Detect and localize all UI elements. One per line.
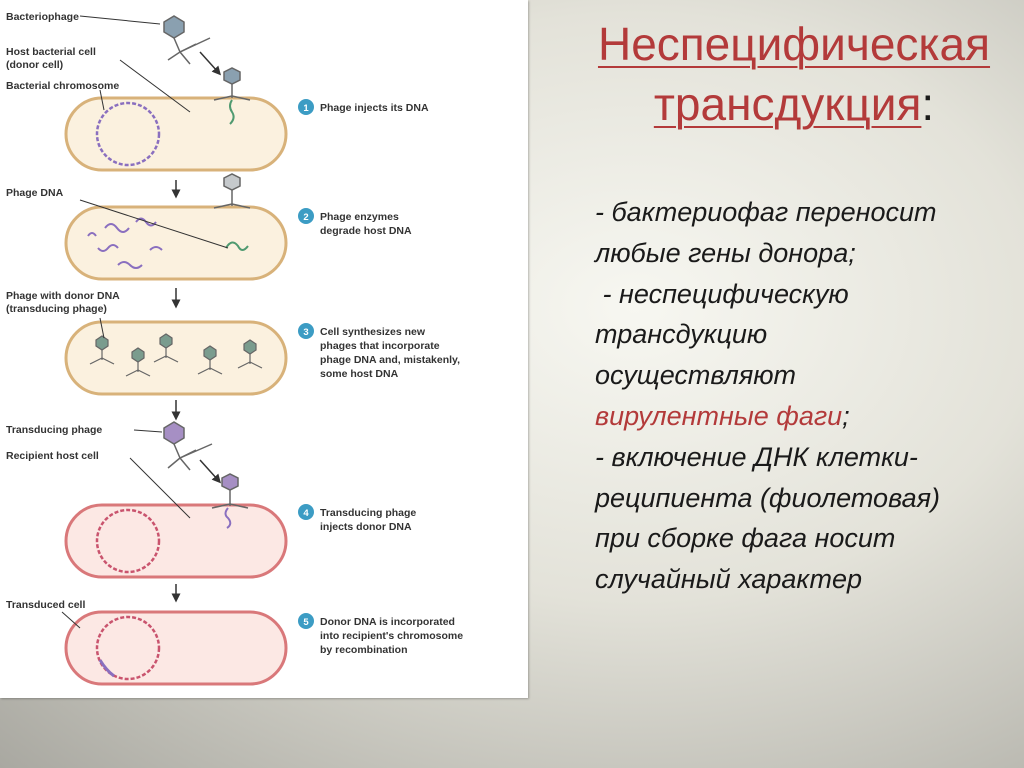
step-2-number: 2 xyxy=(303,212,308,223)
transducing-phage-attached xyxy=(211,473,249,509)
virulent-phages-highlight: вирулентные фаги xyxy=(595,400,843,431)
step-1-badge xyxy=(298,99,314,115)
step-5-text-2: into recipient's chromosome xyxy=(320,630,463,642)
body-line-5: осуществляют xyxy=(595,360,797,391)
step-5-badge xyxy=(298,613,314,629)
recipient-chromosome xyxy=(95,508,161,574)
new-phages xyxy=(89,333,263,377)
step-2-text-2: degrade host DNA xyxy=(320,225,412,237)
step-3-text-4: some host DNA xyxy=(320,368,399,380)
host-chromosome xyxy=(95,101,161,167)
step-2-text-1: Phage enzymes xyxy=(320,211,399,223)
step-3-text-2: phages that incorporate xyxy=(320,340,440,352)
title-line-1: Неспецифическая xyxy=(597,18,991,70)
body-line-10: случайный характер xyxy=(595,564,862,595)
step-1-text-1: Phage injects its DNA xyxy=(320,102,429,114)
bacteriophage-free xyxy=(163,15,211,65)
leader-transducing-phage xyxy=(133,429,163,433)
step-3-text-3: phage DNA and, mistakenly, xyxy=(320,354,460,366)
title-line-2: трансдукция xyxy=(653,78,922,130)
label-host-cell-1: Host bacterial cell xyxy=(6,46,96,58)
body-line-1: - бактериофаг переносит xyxy=(595,197,937,227)
approach-arrow-1 xyxy=(199,51,222,76)
body-line-3: - неспецифическую xyxy=(595,278,849,309)
donor-cell-1 xyxy=(64,96,288,172)
recipient-cell-5 xyxy=(64,610,288,686)
slide-title: Неспецифическая трансдукция: xyxy=(574,14,1014,134)
incorporated-donor-dna xyxy=(98,659,115,678)
step-5-text-3: by recombination xyxy=(320,644,408,656)
step-4-number: 4 xyxy=(303,508,309,519)
step-5-text-1: Donor DNA is incorporated xyxy=(320,616,455,628)
injected-phage-dna xyxy=(229,99,235,125)
body-line-6: вирулентные фаги; xyxy=(595,396,1015,437)
step-5: 5 Donor DNA is incorporated into recipie… xyxy=(298,613,463,656)
step-3: 3 Cell synthesizes new phages that incor… xyxy=(298,323,460,380)
recombined-chromosome xyxy=(95,615,161,681)
transducing-phage-free xyxy=(163,421,213,471)
body-line-2: любые гены донора; xyxy=(595,237,856,268)
label-phage-dna: Phage DNA xyxy=(6,187,64,199)
step-2-badge xyxy=(298,208,314,224)
label-bacteriophage: Bacteriophage xyxy=(6,11,79,23)
body-line-4: трансдукцию xyxy=(595,319,768,350)
leader-transduced-cell xyxy=(61,611,81,629)
label-transduced-cell: Transduced cell xyxy=(6,599,85,611)
phage-attached-1 xyxy=(213,67,251,101)
step-4: 4 Transducing phage injects donor DNA xyxy=(298,504,416,533)
injected-donor-dna xyxy=(224,507,232,529)
label-host-cell-2: (donor cell) xyxy=(6,59,63,71)
step-5-number: 5 xyxy=(303,617,309,628)
body-line-8: реципиента (фиолетовая) xyxy=(595,482,941,513)
step-3-number: 3 xyxy=(303,327,308,338)
label-bacterial-chromosome: Bacterial chromosome xyxy=(6,80,119,92)
leader-host-cell xyxy=(119,59,191,113)
transduction-figure: Bacteriophage Host bacterial cell (donor… xyxy=(0,0,528,698)
body-line-9: при сборке фага носит xyxy=(595,523,896,554)
label-phage-with-donor-1: Phage with donor DNA xyxy=(6,290,120,302)
label-recipient-host-cell: Recipient host cell xyxy=(6,450,99,462)
recipient-cell-4 xyxy=(64,503,288,579)
label-phage-with-donor-2: (transducing phage) xyxy=(6,303,107,315)
title-colon: : xyxy=(921,78,935,130)
step-1-number: 1 xyxy=(303,103,309,114)
body-line-6-suffix: ; xyxy=(842,400,850,431)
leader-recipient-cell xyxy=(129,457,191,519)
step-4-text-1: Transducing phage xyxy=(320,507,416,519)
approach-arrow-2 xyxy=(199,459,222,484)
leader-bacteriophage xyxy=(79,15,161,25)
donor-cell-3 xyxy=(64,320,288,396)
step-1: 1 Phage injects its DNA xyxy=(298,99,429,115)
step-4-text-2: injects donor DNA xyxy=(320,521,412,533)
leader-chromosome xyxy=(99,89,105,111)
body-line-7: - включение ДНК клетки- xyxy=(595,441,918,472)
leader-phage-with-donor xyxy=(99,317,105,339)
step-3-badge xyxy=(298,323,314,339)
step-4-badge xyxy=(298,504,314,520)
leader-phage-dna xyxy=(79,199,229,249)
donor-cell-2 xyxy=(64,205,288,281)
phage-dna-in-cell xyxy=(225,241,249,251)
slide-body: - бактериофаг переносит любые гены донор… xyxy=(595,192,1015,600)
step-3-text-1: Cell synthesizes new xyxy=(320,326,426,338)
label-transducing-phage: Transducing phage xyxy=(6,424,102,436)
step-2: 2 Phage enzymes degrade host DNA xyxy=(298,208,412,237)
phage-attached-2 xyxy=(213,173,251,209)
